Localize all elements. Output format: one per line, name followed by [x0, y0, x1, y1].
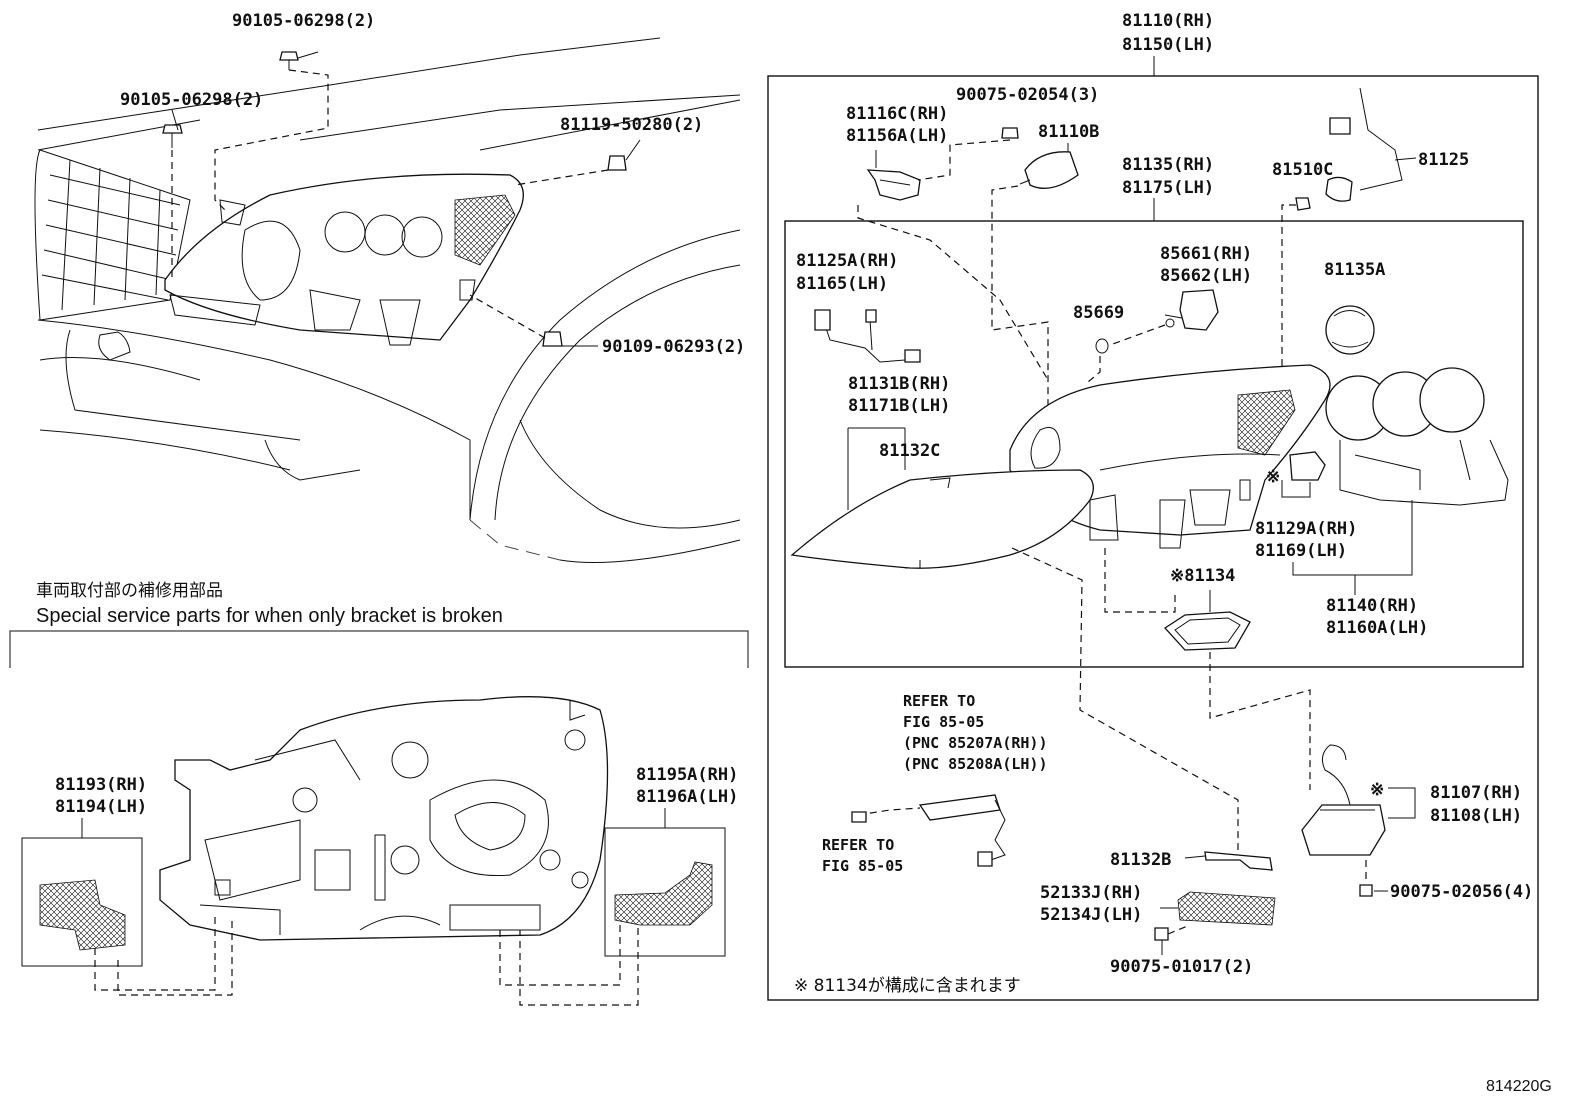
- socket-wire-81125: [1325, 87, 1403, 202]
- refer-fig-label-1: FIG 85-05: [903, 713, 984, 731]
- label-81156a-lh: 81156A(LH): [846, 126, 948, 146]
- bulb-81510c: [1295, 197, 1311, 211]
- refer-pnc-85207a: (PNC 85207A(RH)): [903, 734, 1048, 752]
- label-85661-rh: 85661(RH): [1160, 244, 1252, 264]
- label-52133j-rh: 52133J(RH): [1040, 883, 1142, 903]
- refer-fig-label-2: FIG 85-05: [822, 857, 903, 875]
- bolt-icon-90105-mid: [162, 124, 183, 148]
- refer-to-label-2: REFER TO: [822, 836, 894, 854]
- label-81175-lh: 81175(LH): [1122, 178, 1214, 198]
- clip-icon-81119: [607, 155, 627, 171]
- label-90075-01017: 90075-01017(2): [1110, 957, 1253, 977]
- label-81110b: 81110B: [1038, 122, 1099, 142]
- label-81171b-lh: 81171B(LH): [848, 396, 950, 416]
- label-81125: 81125: [1418, 150, 1469, 170]
- label-85669: 85669: [1073, 303, 1124, 323]
- label-90105-06298-top: 90105-06298(2): [232, 11, 375, 31]
- label-81195a-rh: 81195A(RH): [636, 765, 738, 785]
- label-90109-06293: 90109-06293(2): [602, 337, 745, 357]
- label-85662-lh: 85662(LH): [1160, 266, 1252, 286]
- oring-85669: [1095, 338, 1109, 354]
- sensor-harness-85207a: [918, 794, 1006, 867]
- label-81107-rh: 81107(RH): [1430, 783, 1522, 803]
- label-81125a-rh: 81125A(RH): [796, 251, 898, 271]
- asterisk-81107: ※: [1370, 780, 1384, 800]
- retainer-52133j: [1177, 891, 1276, 926]
- reflector-81140: [1325, 367, 1509, 506]
- label-81510c: 81510C: [1272, 160, 1333, 180]
- label-81131b-rh: 81131B(RH): [848, 374, 950, 394]
- label-81129a-rh: 81129A(RH): [1255, 519, 1357, 539]
- harness-81125a: [814, 309, 921, 363]
- label-90075-02054: 90075-02054(3): [956, 85, 1099, 105]
- label-90105-06298-mid: 90105-06298(2): [120, 90, 263, 110]
- bulb-81110b: [1019, 151, 1079, 189]
- actuator-81129a: [1289, 451, 1326, 481]
- headlamp-rear-view-drawing: [159, 696, 609, 941]
- label-81196a-lh: 81196A(LH): [636, 787, 738, 807]
- adjuster-bracket-81116c: [866, 169, 921, 201]
- lens-81132c: [790, 469, 1094, 569]
- gasket-81134: [1164, 611, 1251, 651]
- label-81108-lh: 81108(LH): [1430, 806, 1522, 826]
- bracket-81195a-drawing: [614, 861, 713, 926]
- label-81119-50280: 81119-50280(2): [560, 115, 703, 135]
- label-81135a: 81135A: [1324, 260, 1385, 280]
- label-81150-lh: 81150(LH): [1122, 35, 1214, 55]
- label-81132c: 81132C: [879, 441, 940, 461]
- bracket-81193-drawing: [39, 879, 126, 951]
- service-parts-title-en: Special service parts for when only brac…: [36, 605, 503, 627]
- leader-81193: [94, 915, 233, 996]
- bolt-icon-90105-top: [279, 51, 299, 70]
- label-90075-02056: 90075-02056(4): [1390, 882, 1533, 902]
- label-81169-lh: 81169(LH): [1255, 541, 1347, 561]
- refer-pnc-85208a: (PNC 85208A(LH)): [903, 755, 1048, 773]
- label-81132b: 81132B: [1110, 850, 1171, 870]
- label-81194-lh: 81194(LH): [55, 797, 147, 817]
- label-81116c-rh: 81116C(RH): [846, 104, 948, 124]
- label-81110-rh: 81110(RH): [1122, 11, 1214, 31]
- label-81135-rh: 81135(RH): [1122, 155, 1214, 175]
- bolt-icon-90109: [542, 331, 563, 347]
- asterisk-81129a: ※: [1266, 467, 1280, 487]
- leader-81195a: [499, 925, 639, 1006]
- label-81140-rh: 81140(RH): [1326, 596, 1418, 616]
- service-parts-title-jp: 車両取付部の補修用部品: [36, 581, 223, 601]
- vehicle-front-drawing: [34, 37, 741, 563]
- footnote-81134: ※ 81134が構成に含まれます: [794, 976, 1021, 996]
- assembly-frame-outer: [767, 75, 1539, 1001]
- service-parts-frame: [9, 630, 749, 668]
- screw-icon-90075-02054: [1001, 127, 1019, 139]
- label-81134: ※81134: [1170, 566, 1235, 586]
- leveling-motor-85661: [1164, 289, 1219, 331]
- cap-81135a: [1325, 305, 1375, 355]
- ballast-81107: [1301, 744, 1386, 856]
- label-81165-lh: 81165(LH): [796, 274, 888, 294]
- label-81193-rh: 81193(RH): [55, 775, 147, 795]
- refer-to-label-1: REFER TO: [903, 692, 975, 710]
- bracket-81132b: [1204, 851, 1273, 871]
- screw-icon-90075-01017: [1154, 927, 1169, 941]
- label-52134j-lh: 52134J(LH): [1040, 905, 1142, 925]
- figure-id: 814220G: [1486, 1078, 1552, 1095]
- screw-icon-90075-02056: [1359, 884, 1373, 897]
- label-81160a-lh: 81160A(LH): [1326, 618, 1428, 638]
